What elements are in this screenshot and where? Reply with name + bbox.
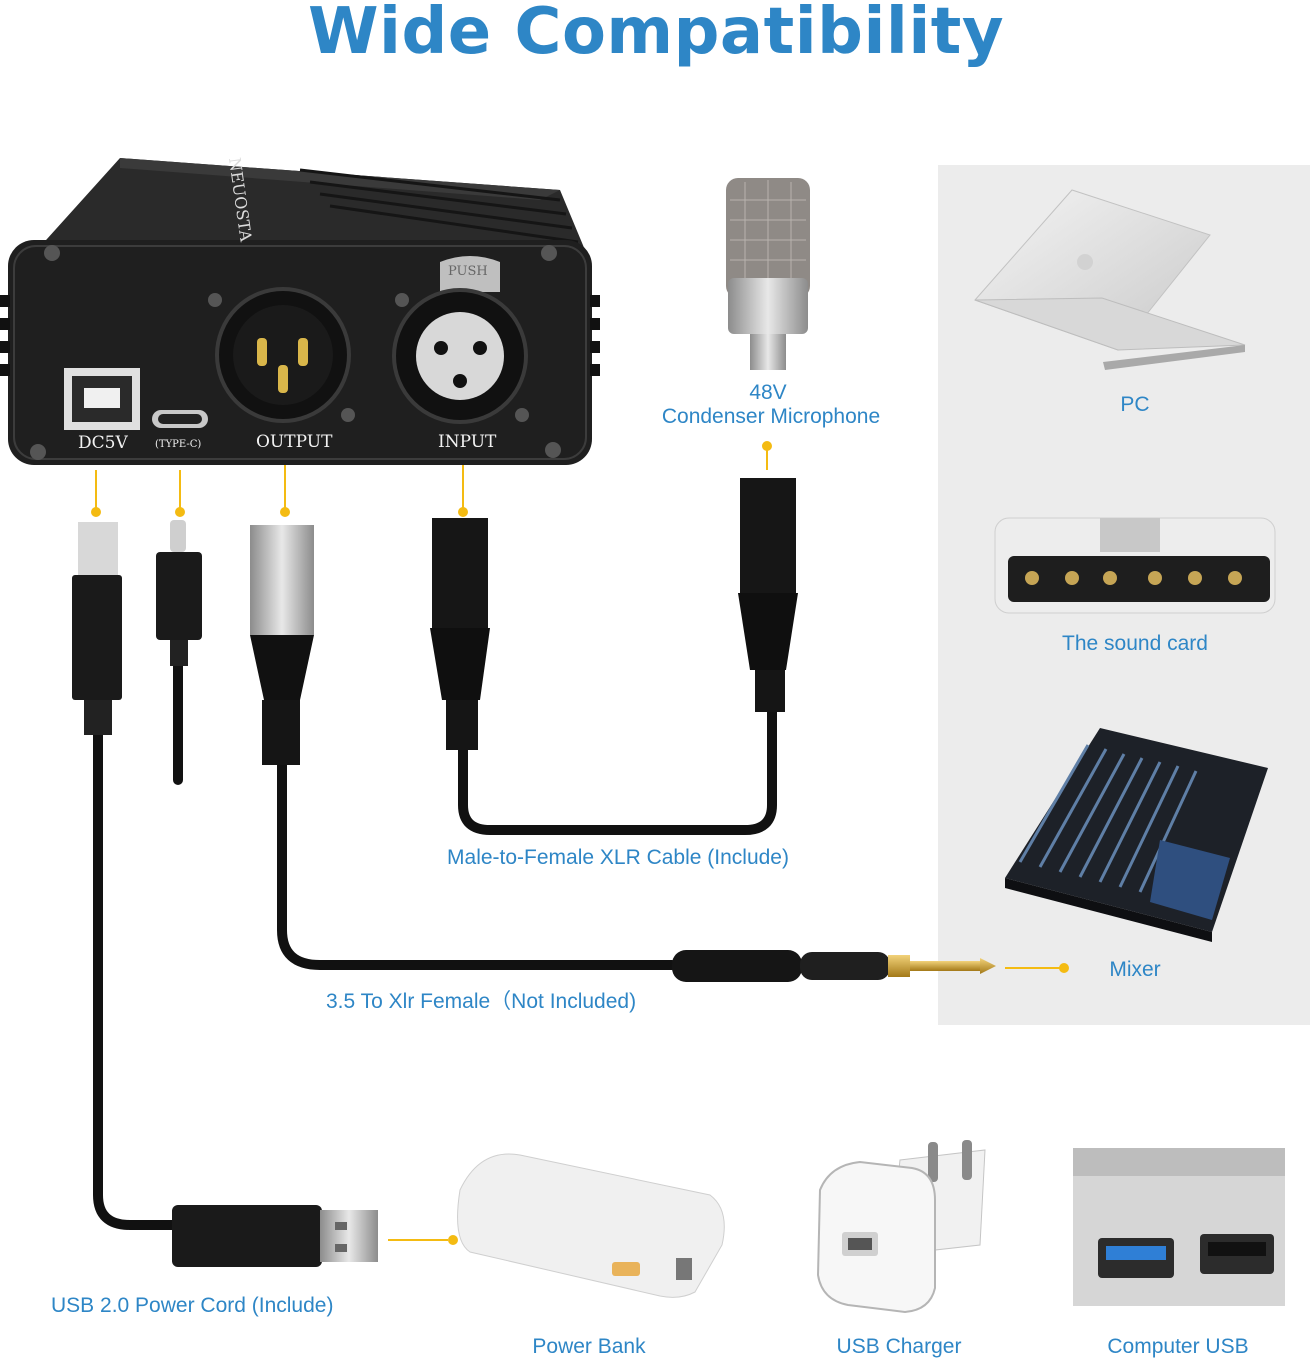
usb-plug-icon <box>172 1205 378 1267</box>
mixer-label: Mixer <box>1109 958 1161 981</box>
xlr-female-mic-plug-icon <box>738 478 798 712</box>
cables <box>93 660 777 1230</box>
power-bank-icon <box>457 1153 725 1298</box>
phantom-power-device-icon <box>0 158 600 465</box>
sound-card-label: The sound card <box>1062 632 1208 655</box>
usb-charger-icon <box>816 1140 986 1314</box>
computer-usb-label: Computer USB <box>1107 1335 1249 1358</box>
jack-plug-icon <box>672 950 996 982</box>
sound-card-icon <box>994 517 1276 614</box>
page-title: Wide Compatibility <box>307 0 1005 69</box>
port-label-output: OUTPUT <box>256 432 333 452</box>
port-label-dc5v: DC5V <box>78 433 128 453</box>
push-tab-label: PUSH <box>448 264 488 279</box>
usb-charger-label: USB Charger <box>836 1335 962 1358</box>
port-label-type-c: (TYPE-C) <box>155 439 202 450</box>
computer-usb-port-icon <box>1073 1148 1285 1306</box>
usb-cord-label: USB 2.0 Power Cord (Include) <box>51 1294 334 1317</box>
xlr-female-plug-icon <box>250 525 314 765</box>
xlr-cable-label: Male-to-Female XLR Cable (Include) <box>447 846 789 869</box>
microphone-label: Condenser Microphone <box>661 405 881 428</box>
port-label-input: INPUT <box>438 432 497 452</box>
laptop-icon <box>974 189 1246 370</box>
usb-b-plug-icon <box>72 522 122 735</box>
power-bank-label: Power Bank <box>532 1335 646 1358</box>
cable-35-label: 3.5 To Xlr Female（Not Included) <box>326 990 637 1013</box>
mixer-icon <box>1005 728 1268 942</box>
pc-label: PC <box>1120 393 1150 416</box>
microphone-voltage-label: 48V <box>749 381 787 404</box>
xlr-male-plug-icon <box>430 518 490 750</box>
condenser-microphone-icon <box>726 178 810 370</box>
type-c-plug-icon <box>156 520 202 666</box>
connection-markers <box>91 441 1069 1245</box>
